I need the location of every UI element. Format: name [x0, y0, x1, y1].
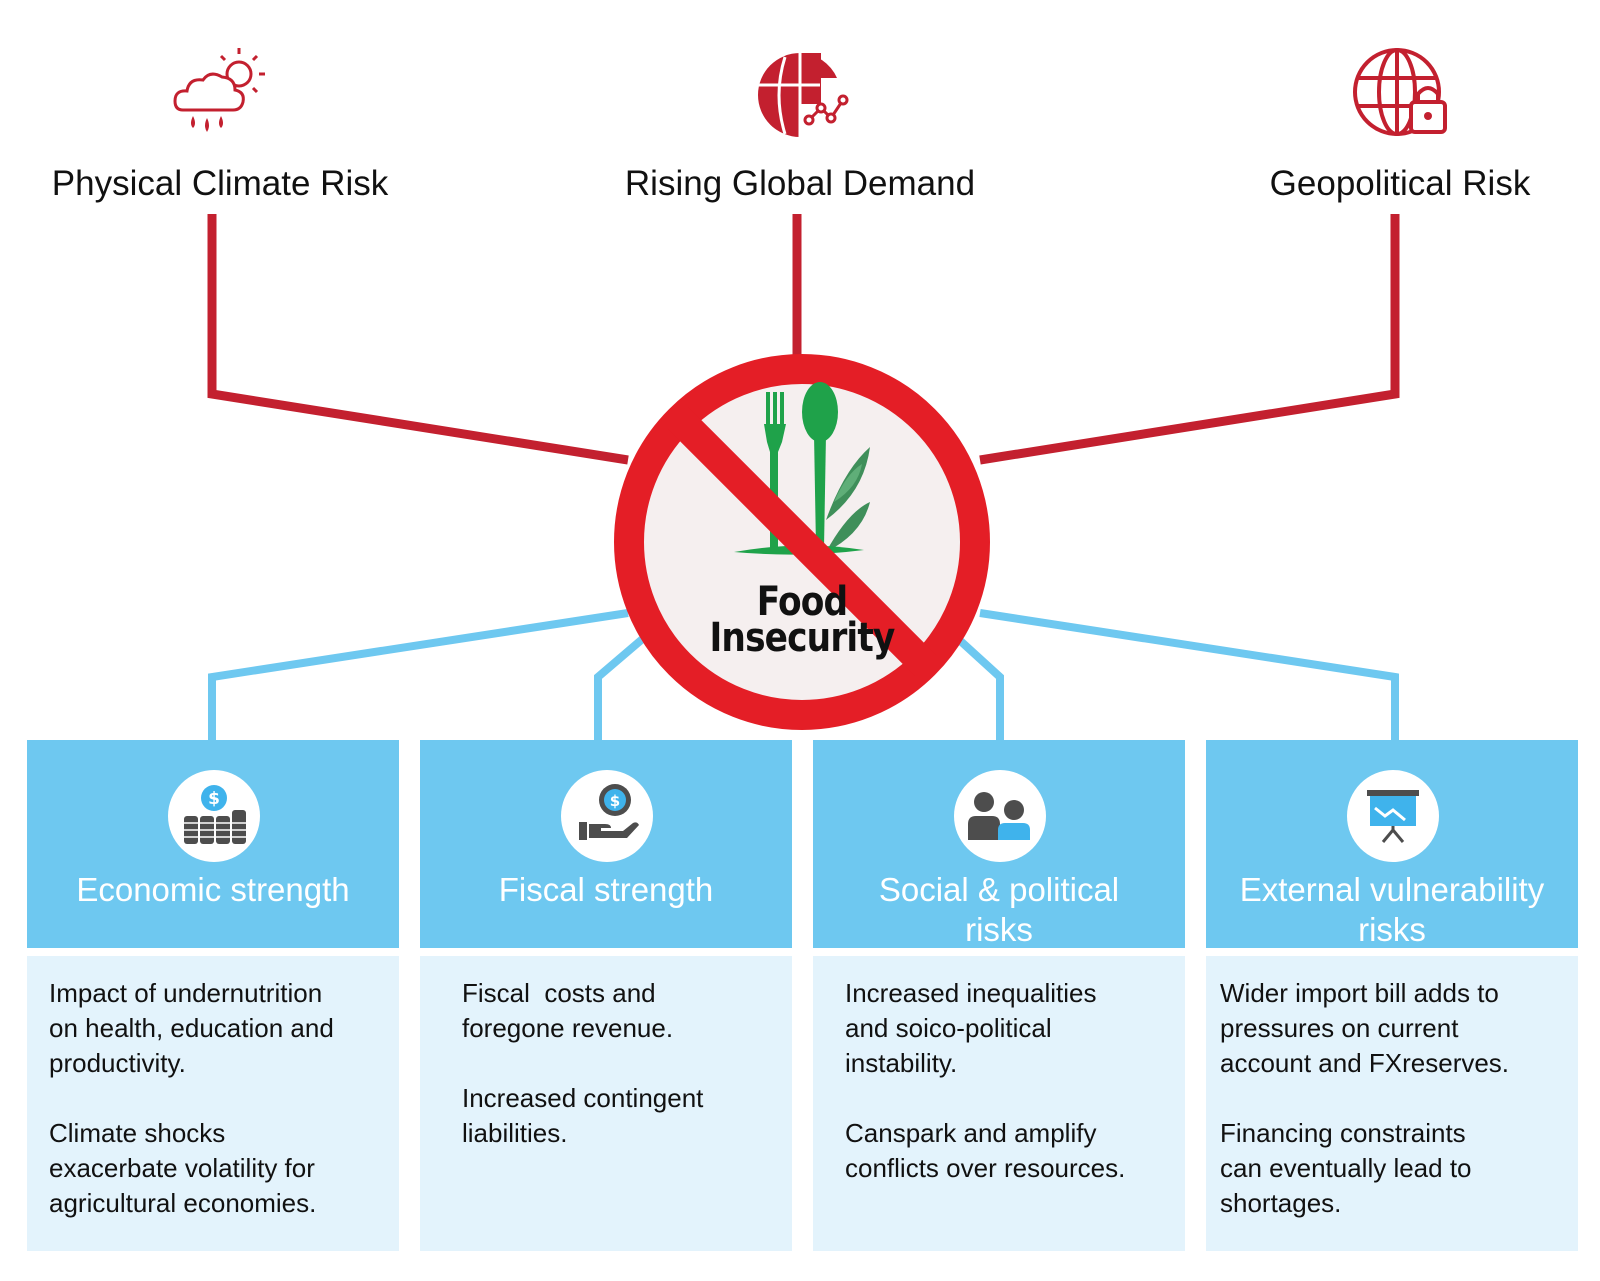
- svg-text:$: $: [208, 789, 220, 809]
- pillar-body: Fiscal costs and foregone revenue. Incre…: [420, 956, 792, 1251]
- center-title-line1: Food: [756, 579, 848, 625]
- pillar-title: Social & political risks: [813, 870, 1185, 950]
- driver-label: Geopolitical Risk: [1269, 164, 1531, 203]
- pillar-title: External vulnerability risks: [1206, 870, 1578, 950]
- body-line: liabilities.: [462, 1118, 568, 1148]
- body-line: foregone revenue.: [462, 1013, 674, 1043]
- pillar-fiscal-strength: $ Fiscal strength Fiscal costs and foreg…: [420, 740, 792, 1251]
- pillar-paragraph: Climate shocks exacerbate volatility for…: [49, 1116, 381, 1221]
- body-line: Increased inequalities: [845, 978, 1097, 1008]
- body-line: conflicts over resources.: [845, 1153, 1126, 1183]
- body-line: Increased contingent: [462, 1083, 704, 1113]
- pillar-social-political-risks: Social & political risks Increased inequ…: [813, 740, 1185, 1251]
- pillar-title: Economic strength: [27, 870, 399, 910]
- driver-label: Physical Climate Risk: [51, 164, 389, 203]
- svg-text:$: $: [610, 792, 620, 810]
- body-line: productivity.: [49, 1048, 186, 1078]
- pillar-icon-badge: [1347, 770, 1439, 862]
- pillar-paragraph: Increased inequalities and soico-politic…: [845, 956, 1167, 1081]
- economic-connector: [208, 609, 629, 740]
- pillar-header: $ Fiscal strength: [420, 740, 792, 948]
- social-connector: [952, 633, 1004, 740]
- body-line: and soico-political: [845, 1013, 1052, 1043]
- pillar-icon-badge: [954, 770, 1046, 862]
- geo-connector: [979, 214, 1400, 465]
- fiscal-connector: [594, 632, 649, 740]
- body-line: can eventually lead to: [1220, 1153, 1472, 1183]
- coins-dollar-icon: $: [184, 785, 246, 844]
- driver-geopolitical-risk: Geopolitical Risk: [1200, 40, 1600, 204]
- driver-physical-climate-risk: Physical Climate Risk: [30, 40, 410, 204]
- no-food-sign-icon: [614, 354, 990, 730]
- center-title: Food Insecurity: [639, 579, 966, 661]
- body-line: Fiscal costs and: [462, 978, 656, 1008]
- pillar-icon-badge: $: [168, 770, 260, 862]
- body-line: pressures on current: [1220, 1013, 1459, 1043]
- pillar-header: $ Economic strength: [27, 740, 399, 948]
- pillar-paragraph: Fiscal costs and foregone revenue.: [462, 956, 774, 1046]
- globe-lock-icon: [1353, 48, 1447, 136]
- pillar-body: Impact of undernutrition on health, educ…: [27, 956, 399, 1251]
- pillar-title-line: Economic strength: [76, 871, 350, 908]
- pillar-title-line: Social & political: [878, 871, 1120, 908]
- pillar-title-line: External vulnerability: [1239, 871, 1545, 908]
- pillar-external-vulnerability-risks: External vulnerability risks Wider impor…: [1206, 740, 1578, 1251]
- body-line: shortages.: [1220, 1188, 1342, 1218]
- center-title-line2: Insecurity: [709, 615, 895, 661]
- external-connector: [979, 609, 1399, 740]
- pillar-body: Wider import bill adds to pressures on c…: [1206, 956, 1578, 1251]
- cloud-rain-sun-icon: [173, 48, 265, 132]
- people-icon: [968, 792, 1030, 840]
- pillar-paragraph: Financing constraints can eventually lea…: [1220, 1116, 1560, 1221]
- body-line: Wider import bill adds to: [1220, 978, 1499, 1008]
- pillar-icon-badge: $: [561, 770, 653, 862]
- food-insecurity-hub: Food Insecurity: [612, 352, 992, 732]
- body-line: account and FXreserves.: [1220, 1048, 1510, 1078]
- body-line: on health, education and: [49, 1013, 334, 1043]
- pillar-body: Increased inequalities and soico-politic…: [813, 956, 1185, 1251]
- presentation-chart-icon: [1367, 790, 1419, 843]
- pillar-paragraph: Impact of undernutrition on health, educ…: [49, 956, 381, 1081]
- body-line: instability.: [845, 1048, 958, 1078]
- hand-coin-icon: $: [579, 784, 639, 840]
- pillar-header: Social & political risks: [813, 740, 1185, 948]
- climate-connector: [207, 214, 629, 465]
- body-line: Climate shocks: [49, 1118, 226, 1148]
- pillar-paragraph: Wider import bill adds to pressures on c…: [1220, 956, 1560, 1081]
- body-line: Impact of undernutrition: [49, 978, 323, 1008]
- globe-trend-icon: [758, 53, 849, 137]
- body-line: Canspark and amplify: [845, 1118, 1097, 1148]
- pillar-paragraph: Increased contingent liabilities.: [462, 1081, 774, 1151]
- pillar-paragraph: Canspark and amplify conflicts over reso…: [845, 1116, 1167, 1186]
- body-line: Financing constraints: [1220, 1118, 1466, 1148]
- pillar-economic-strength: $ Economic strength Impact of undernutri…: [27, 740, 399, 1251]
- driver-label: Rising Global Demand: [624, 164, 976, 203]
- pillar-title: Fiscal strength: [420, 870, 792, 910]
- pillar-title-line: risks: [1358, 911, 1426, 948]
- pillar-header: External vulnerability risks: [1206, 740, 1578, 948]
- pillar-title-line: risks: [965, 911, 1033, 948]
- body-line: agricultural economies.: [49, 1188, 317, 1218]
- driver-rising-global-demand: Rising Global Demand: [600, 40, 1000, 204]
- pillar-title-line: Fiscal strength: [498, 871, 714, 908]
- body-line: exacerbate volatility for: [49, 1153, 315, 1183]
